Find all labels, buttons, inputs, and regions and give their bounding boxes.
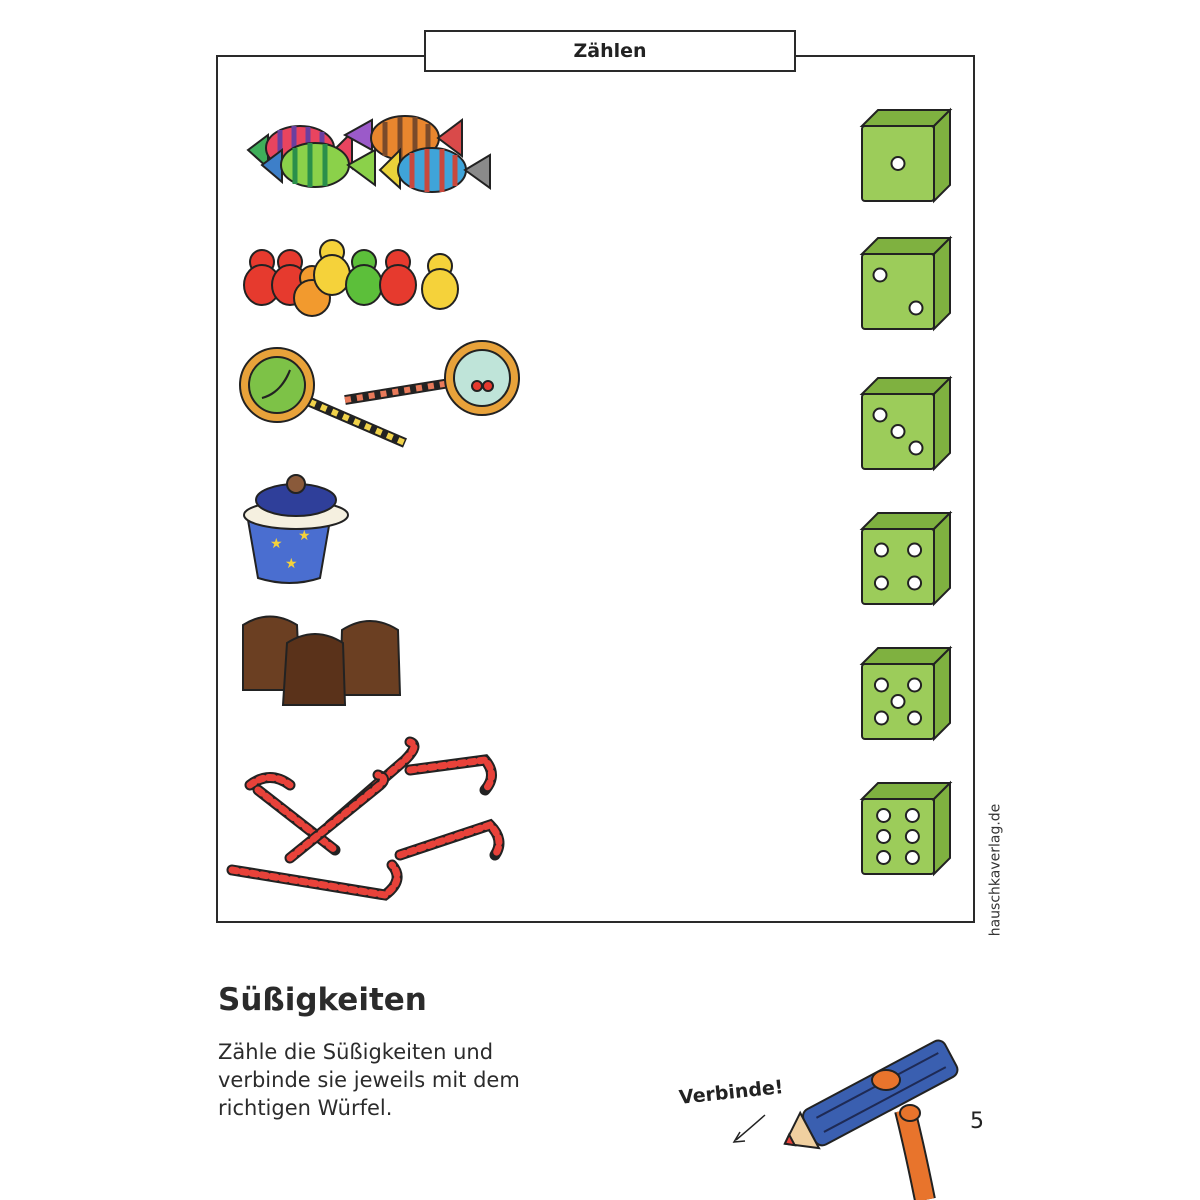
page-number: 5 bbox=[970, 1109, 984, 1134]
gummy-bear-1 bbox=[243, 249, 281, 306]
section-header-tab: Zählen bbox=[424, 30, 796, 72]
die-pip bbox=[904, 829, 920, 844]
candy-cane-5 bbox=[394, 818, 505, 861]
lollipop-group bbox=[239, 340, 520, 448]
gummy-bear-7 bbox=[421, 253, 459, 310]
candy-cane-1 bbox=[244, 772, 341, 856]
gummy-bear-5 bbox=[345, 249, 383, 306]
die-pip bbox=[873, 575, 889, 591]
candy-wrapper-4 bbox=[378, 147, 491, 193]
die-pip bbox=[890, 156, 906, 171]
lollipop-1 bbox=[239, 347, 407, 448]
candy-cane-3 bbox=[404, 754, 497, 796]
die-pip bbox=[907, 677, 923, 693]
die-pip bbox=[907, 575, 923, 591]
die-side bbox=[933, 510, 951, 607]
chocolate-marshmallow-3 bbox=[281, 633, 347, 706]
die-side bbox=[933, 235, 951, 332]
die-pip bbox=[907, 710, 923, 726]
publisher-url: hauschkaverlag.de bbox=[987, 803, 1003, 937]
candy-cane-2 bbox=[324, 736, 420, 831]
gummy-bear-group bbox=[243, 239, 459, 317]
exercise-instruction: Zähle die Süßigkeiten und verbinde sie j… bbox=[218, 1040, 520, 1120]
candy-wrapper-2 bbox=[260, 142, 376, 188]
die-3[interactable] bbox=[859, 375, 953, 472]
pencil-illustration bbox=[732, 1039, 959, 1200]
gummy-bear-6 bbox=[379, 249, 417, 306]
die-pip bbox=[908, 440, 924, 456]
lollipop-2 bbox=[344, 340, 520, 416]
die-4[interactable] bbox=[859, 510, 953, 607]
candy-group bbox=[246, 115, 491, 193]
die-6[interactable] bbox=[859, 780, 953, 877]
die-pip bbox=[872, 267, 888, 283]
candy-cane-6 bbox=[226, 859, 403, 901]
die-pip bbox=[876, 829, 892, 844]
die-pip bbox=[873, 542, 889, 558]
die-pip bbox=[876, 808, 892, 823]
die-pip bbox=[873, 677, 889, 693]
die-2[interactable] bbox=[859, 235, 953, 332]
die-pip bbox=[907, 542, 923, 558]
die-pip bbox=[904, 808, 920, 823]
die-side bbox=[933, 375, 951, 472]
exercise-title: Süßigkeiten bbox=[218, 982, 427, 1018]
die-face bbox=[861, 253, 935, 330]
die-1[interactable] bbox=[859, 107, 953, 204]
candy-cane-4 bbox=[284, 769, 389, 864]
chocolate-marshmallow-2 bbox=[338, 620, 402, 696]
die-pip bbox=[890, 694, 906, 709]
die-face bbox=[861, 528, 935, 605]
die-pip bbox=[904, 850, 920, 865]
die-side bbox=[933, 107, 951, 204]
gummy-bear-4 bbox=[313, 239, 351, 296]
die-pip bbox=[908, 300, 924, 316]
svg-text:★: ★ bbox=[298, 528, 311, 544]
die-side bbox=[933, 780, 951, 877]
cupcake: ★ ★ ★ bbox=[243, 474, 349, 584]
die-pip bbox=[890, 424, 906, 439]
section-header-title: Zählen bbox=[573, 40, 647, 62]
die-side bbox=[933, 645, 951, 742]
die-pip bbox=[876, 850, 892, 865]
svg-text:★: ★ bbox=[270, 536, 283, 552]
die-pip bbox=[872, 407, 888, 423]
die-pip bbox=[873, 710, 889, 726]
die-5[interactable] bbox=[859, 645, 953, 742]
chocolate-marshmallow-group bbox=[242, 615, 402, 706]
candy-cane-group bbox=[226, 736, 505, 901]
svg-text:★: ★ bbox=[285, 556, 298, 572]
dice-column bbox=[859, 107, 953, 877]
die-face bbox=[861, 798, 935, 875]
